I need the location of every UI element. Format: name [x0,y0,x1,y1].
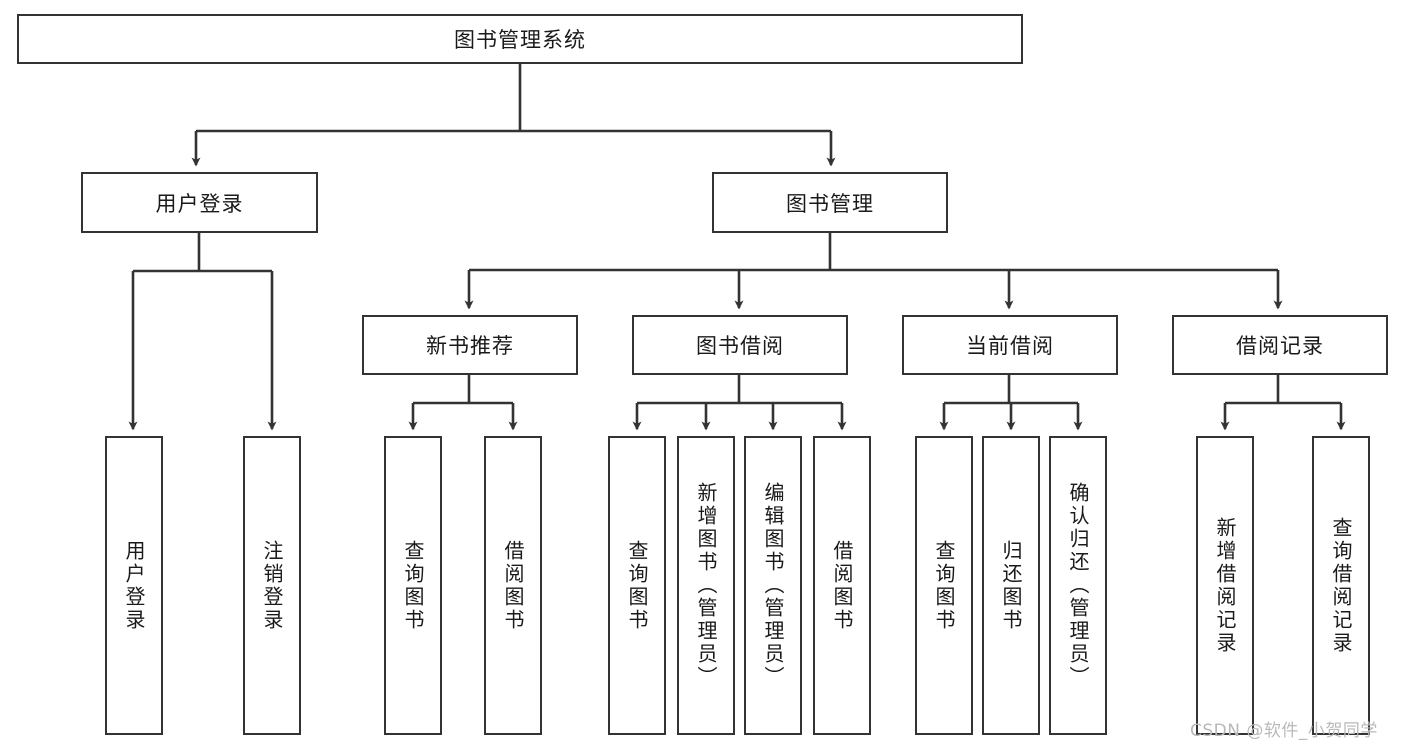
leaf-edit-book-admin[interactable]: 编辑图书（管理员） [744,436,802,735]
leaf-query-book-recommend[interactable]: 查询图书 [384,436,442,735]
node-book-management[interactable]: 图书管理 [712,172,948,233]
leaf-query-book-current[interactable]: 查询图书 [915,436,973,735]
node-borrow-record[interactable]: 借阅记录 [1172,315,1388,375]
node-label: 查询图书 [932,539,956,632]
node-label: 确认归还（管理员） [1066,482,1090,689]
node-label: 注销登录 [260,539,284,632]
node-label: 图书借阅 [696,334,784,358]
node-root-library-system[interactable]: 图书管理系统 [17,14,1023,64]
node-label: 图书管理 [786,191,874,216]
node-user-login[interactable]: 用户登录 [81,172,318,233]
leaf-borrow-book[interactable]: 借阅图书 [813,436,871,735]
leaf-add-book-admin[interactable]: 新增图书（管理员） [677,436,735,735]
node-label: 查询图书 [625,539,649,632]
node-label: 查询图书 [401,539,425,632]
node-new-book-recommend[interactable]: 新书推荐 [362,315,578,375]
leaf-add-borrow-record[interactable]: 新增借阅记录 [1196,436,1254,735]
node-label: 借阅图书 [501,539,525,632]
node-current-borrow[interactable]: 当前借阅 [902,315,1118,375]
leaf-query-borrow-record[interactable]: 查询借阅记录 [1312,436,1370,735]
node-label: 归还图书 [999,539,1023,632]
node-label: 用户登录 [155,191,244,216]
node-label: 编辑图书（管理员） [761,482,785,689]
node-label: 用户登录 [122,539,146,632]
leaf-user-login[interactable]: 用户登录 [105,436,163,735]
node-label: 查询借阅记录 [1329,516,1353,655]
node-book-borrow[interactable]: 图书借阅 [632,315,848,375]
node-label: 新书推荐 [426,334,514,358]
leaf-confirm-return-admin[interactable]: 确认归还（管理员） [1049,436,1107,735]
node-label: 借阅图书 [830,539,854,632]
leaf-logout[interactable]: 注销登录 [243,436,301,735]
node-label: 借阅记录 [1236,334,1324,358]
leaf-return-book[interactable]: 归还图书 [982,436,1040,735]
leaf-borrow-book-recommend[interactable]: 借阅图书 [484,436,542,735]
watermark: CSDN @软件_小贺同学 [1190,721,1378,741]
leaf-query-book-borrow[interactable]: 查询图书 [608,436,666,735]
node-label: 当前借阅 [966,334,1054,358]
node-label: 图书管理系统 [454,28,586,52]
node-label: 新增借阅记录 [1213,516,1237,655]
node-label: 新增图书（管理员） [694,482,718,689]
